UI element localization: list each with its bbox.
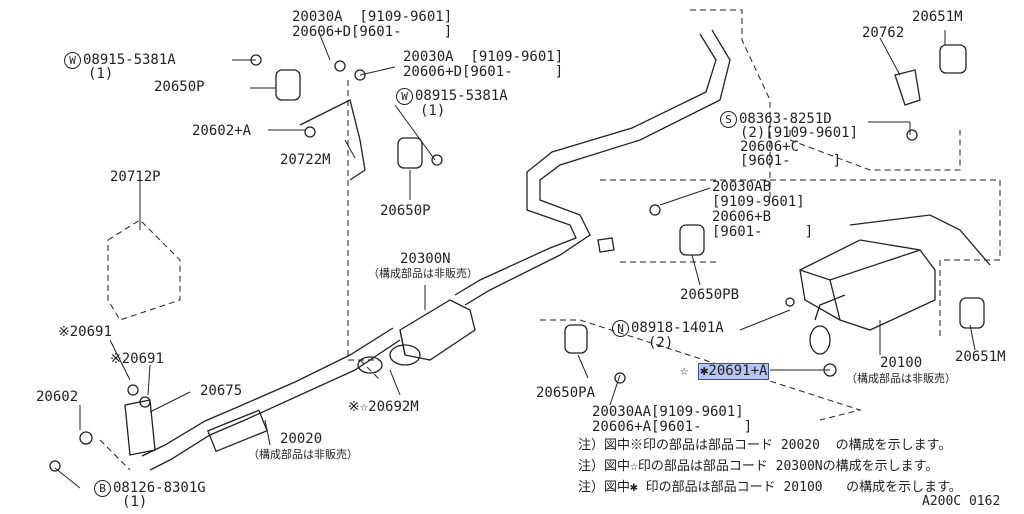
callout-20691-b: ※20691 [110,351,164,367]
callout-20606C: 20606+C [740,139,800,155]
washer-w-icon: W [396,88,413,105]
callout-20650PB: 20650PB [680,287,740,303]
callout-20692M: ※☆20692M [348,399,419,415]
callout-20712P: 20712P [110,169,161,185]
screw-s-icon: S [720,111,737,128]
callout-20606B: 20606+B [712,209,772,225]
callout-08363-code: 08363-8251D [739,111,832,127]
fasteners [49,54,918,472]
brackets [124,69,921,456]
callout-08363-range: (2)[9109-9601] [740,125,859,141]
callout-08126-code: 08126-8301G [113,480,206,496]
callout-08126-qty: (1) [122,494,148,510]
callout-20651M-bottom: 20651M [955,349,1006,365]
nut-n-icon: N [612,320,629,337]
callout-20651M-top: 20651M [912,9,963,25]
callout-20030A-mid: 20030A [9109-9601] [403,49,564,65]
callout-20602: 20602 [36,389,79,405]
callout-20606D-mid: 20606+D[9601- ] [403,64,564,80]
callout-20650P-mid: 20650P [380,203,431,219]
note-3: 注）図中✱ 印の部品は部品コード 20100 の構成を示します。 [578,480,962,495]
diagram-code: A200C 0162 [922,494,1001,509]
note-1: 注）図中※印の部品は部品コード 20020 の構成を示します。 [578,438,952,453]
callout-20030AA: 20030AA[9109-9601] [592,404,744,420]
callout-20675: 20675 [200,383,243,399]
phantom-lines [99,9,1001,471]
callout-20300N-note: （構成部品は非販売） [368,267,478,280]
callout-star-marker: ☆ [680,363,689,379]
rubber-hangers [275,44,985,354]
callout-08915-right-qty: (1) [420,103,446,119]
callout-20606D-top: 20606+D[9601- ] [292,24,453,40]
callout-20691-a: ※20691 [58,324,112,340]
leader-lines [54,29,976,489]
center-muffler [399,299,476,361]
callout-20020: 20020 [280,431,323,447]
washer-w-icon: W [64,52,81,69]
callout-20030AB-range: [9109-9601] [712,194,805,210]
callout-20100: 20100 [880,355,923,371]
callout-20722M: 20722M [280,152,331,168]
rear-muffler [799,214,991,331]
callout-20602A: 20602+A [192,123,252,139]
bolt-b-icon: B [94,480,111,497]
callout-08915-left-qty: (1) [88,66,114,82]
front-resonator [206,409,268,453]
callout-20691A-highlighted[interactable]: ✱20691+A [698,363,770,380]
callout-08918-qty: (2) [648,335,674,351]
callout-20606C-range: [9601- ] [740,153,842,169]
callout-20762: 20762 [862,25,905,41]
callout-08915-left-code: 08915-5381A [83,52,176,68]
callout-08918-code: 08918-1401A [631,320,724,336]
callout-20100-note: （構成部品は非販売） [846,372,956,385]
callout-20030AB: 20030AB [712,179,772,195]
main-pipe [141,29,731,471]
callout-20030A-top: 20030A [9109-9601] [292,9,453,25]
note-2: 注）図中☆印の部品は部品コード 20300Nの構成を示します。 [578,459,939,474]
callout-20606B-range: [9601- ] [712,224,814,240]
callout-20650PA: 20650PA [536,385,596,401]
callout-20650P-top: 20650P [154,79,205,95]
callout-20300N: 20300N [400,251,451,267]
callout-20020-note: （構成部品は非販売） [248,448,358,461]
callout-08915-right-code: 08915-5381A [415,88,508,104]
callout-20606A: 20606+A[9601- ] [592,419,753,435]
